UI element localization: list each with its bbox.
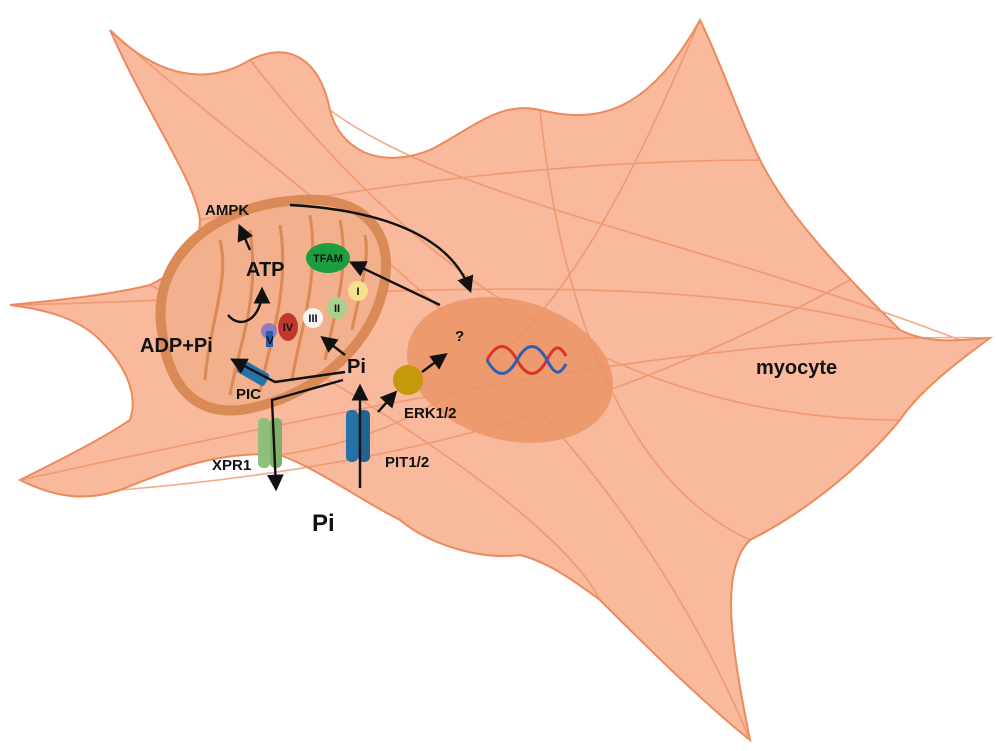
atp-label: ATP [246,259,285,281]
arrow-pi-to-adp [230,358,346,384]
arrow-erk-to-nucleus [421,353,448,373]
adp-pi-label: ADP+Pi [140,335,213,357]
erk-kinase [393,365,423,395]
arrow-ampk-to-nucleus [289,203,474,294]
arrow-to-tfam [348,261,441,307]
pit-label: PIT1/2 [385,454,429,471]
complex-iii [303,308,323,328]
erk-label: ERK1/2 [404,405,457,422]
ampk-label: AMPK [205,202,249,219]
complex-ii [327,297,347,319]
arrow-pi-to-etc [320,335,346,356]
complex-iv [278,313,298,341]
arrow-pit-to-erk [377,390,398,413]
svg-text:I: I [356,286,359,298]
arrow-pi-to-xpr1 [266,378,344,492]
xpr1-transporter [258,418,282,468]
electron-transport-chain: V IV III II I [261,281,368,347]
complex-v-stalk [266,331,273,347]
svg-text:V: V [266,335,274,347]
complex-i [348,281,368,301]
pathway-arrows [227,203,474,492]
pic-label: PIC [236,386,261,403]
svg-text:III: III [308,313,317,325]
tfam-label: TFAM [313,253,343,265]
pi-inside-label: Pi [347,356,366,378]
xpr1-label: XPR1 [212,457,251,474]
dna-helix-icon [485,345,568,375]
myocyte-label: myocyte [756,357,837,379]
pit-transporter [346,410,370,462]
arrow-atp-to-ampk [237,223,254,251]
unknown-factor-label: ? [455,328,464,345]
svg-text:IV: IV [283,322,294,334]
tfam-protein [306,243,350,273]
svg-text:II: II [334,303,340,315]
pi-outside-label: Pi [312,510,335,537]
arrow-adp-to-atp [227,286,271,324]
